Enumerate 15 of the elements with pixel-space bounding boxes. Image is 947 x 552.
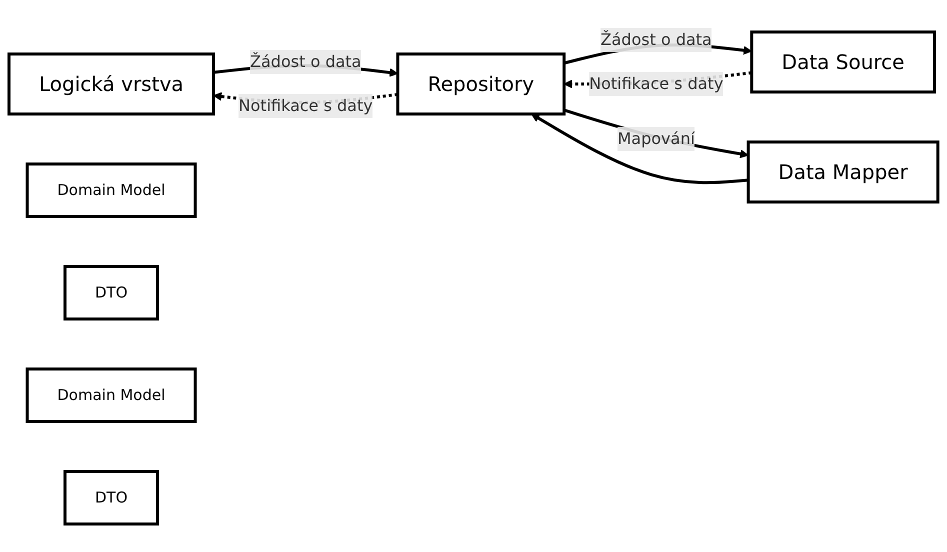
node-box: Data Mapper bbox=[746, 140, 940, 204]
node-box: Domain Model bbox=[26, 162, 197, 218]
edge-label: Žádost o data bbox=[600, 30, 712, 49]
node-box: Repository bbox=[396, 52, 566, 116]
node-box: Data Source bbox=[750, 30, 936, 94]
edge-label: Žádost o data bbox=[250, 52, 362, 72]
node-box: Logická vrstva bbox=[8, 52, 216, 116]
node-box: DTO bbox=[64, 470, 160, 526]
node-box: Domain Model bbox=[26, 368, 197, 423]
edge-label: Notifikace s daty bbox=[238, 96, 373, 115]
edge-label: Mapování bbox=[618, 129, 695, 148]
node-box: DTO bbox=[64, 265, 160, 320]
arrow bbox=[531, 114, 748, 184]
arrow bbox=[564, 108, 749, 158]
edge-label: Notifikace s daty bbox=[589, 74, 724, 93]
